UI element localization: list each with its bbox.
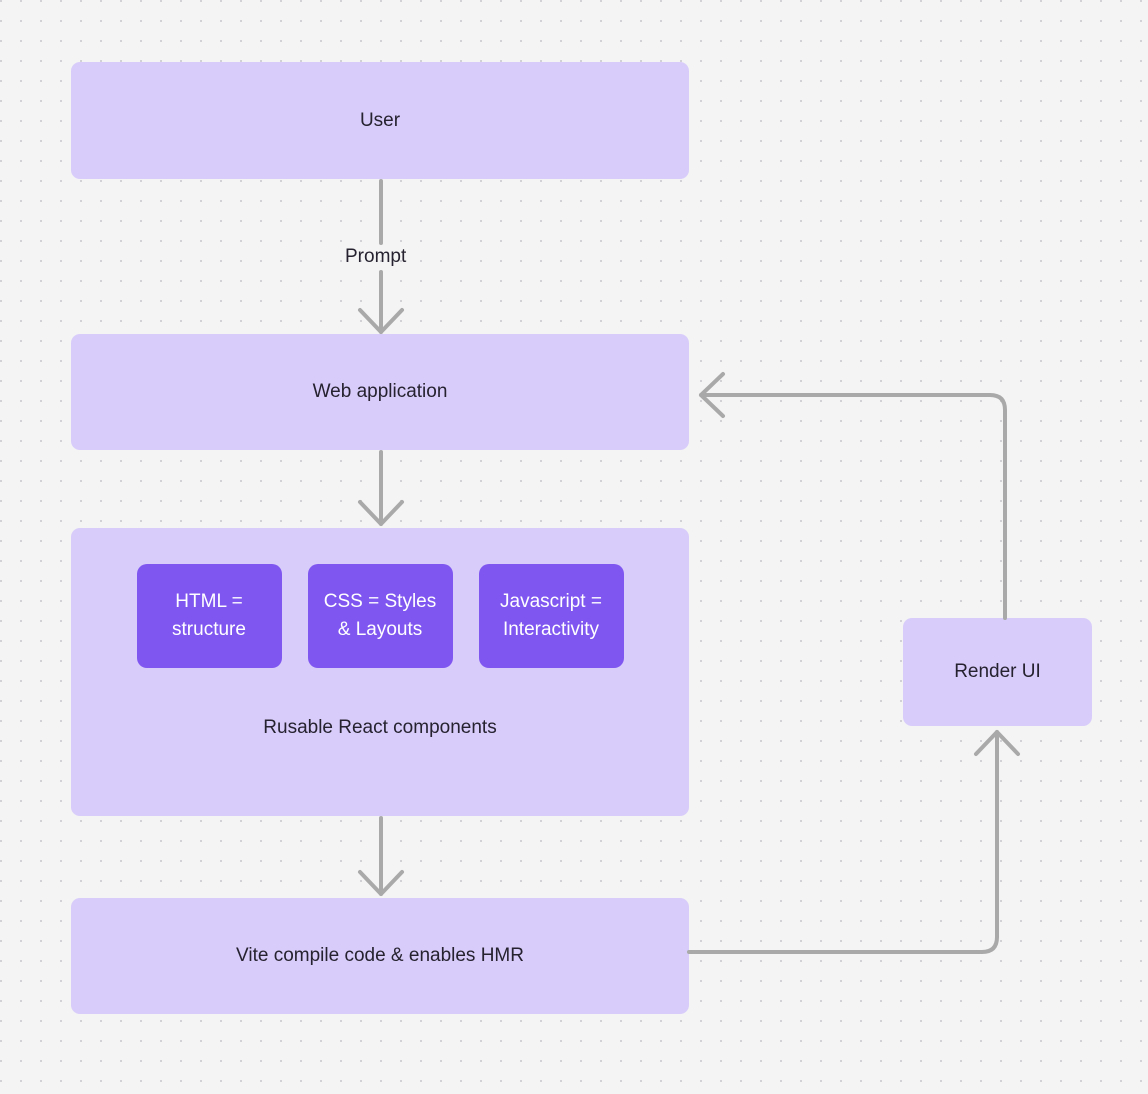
- node-render-ui[interactable]: Render UI: [903, 618, 1092, 726]
- subnode-row: HTML = structure CSS = Styles & Layouts …: [71, 564, 689, 668]
- edge-web-application-to-components-arrow: [358, 450, 404, 526]
- node-react-components-caption: Rusable React components: [263, 717, 497, 738]
- node-vite[interactable]: Vite compile code & enables HMR: [71, 898, 689, 1014]
- edge-render-ui-to-web-application-arrow: [697, 372, 1009, 620]
- node-user-label: User: [359, 109, 401, 131]
- node-render-ui-label: Render UI: [954, 661, 1041, 683]
- node-react-components[interactable]: HTML = structure CSS = Styles & Layouts …: [71, 528, 689, 816]
- node-web-application[interactable]: Web application: [71, 334, 689, 450]
- subnode-css[interactable]: CSS = Styles & Layouts: [307, 564, 453, 668]
- subnode-javascript[interactable]: Javascript = Interactivity: [478, 564, 624, 668]
- edge-components-to-vite-arrow: [358, 816, 404, 896]
- subnode-html-label: HTML = structure: [172, 590, 246, 641]
- subnode-javascript-label: Javascript = Interactivity: [500, 590, 602, 641]
- edge-prompt-to-web-application-arrow: [358, 270, 404, 334]
- edge-vite-to-render-ui-arrow: [687, 728, 1020, 954]
- subnode-css-label: CSS = Styles & Layouts: [323, 590, 437, 641]
- node-user[interactable]: User: [71, 62, 689, 179]
- edge-user-to-prompt-line: [379, 179, 383, 245]
- node-vite-label: Vite compile code & enables HMR: [236, 945, 524, 967]
- subnode-html[interactable]: HTML = structure: [136, 564, 282, 668]
- node-web-application-label: Web application: [312, 381, 448, 403]
- edge-label-prompt: Prompt: [345, 246, 407, 267]
